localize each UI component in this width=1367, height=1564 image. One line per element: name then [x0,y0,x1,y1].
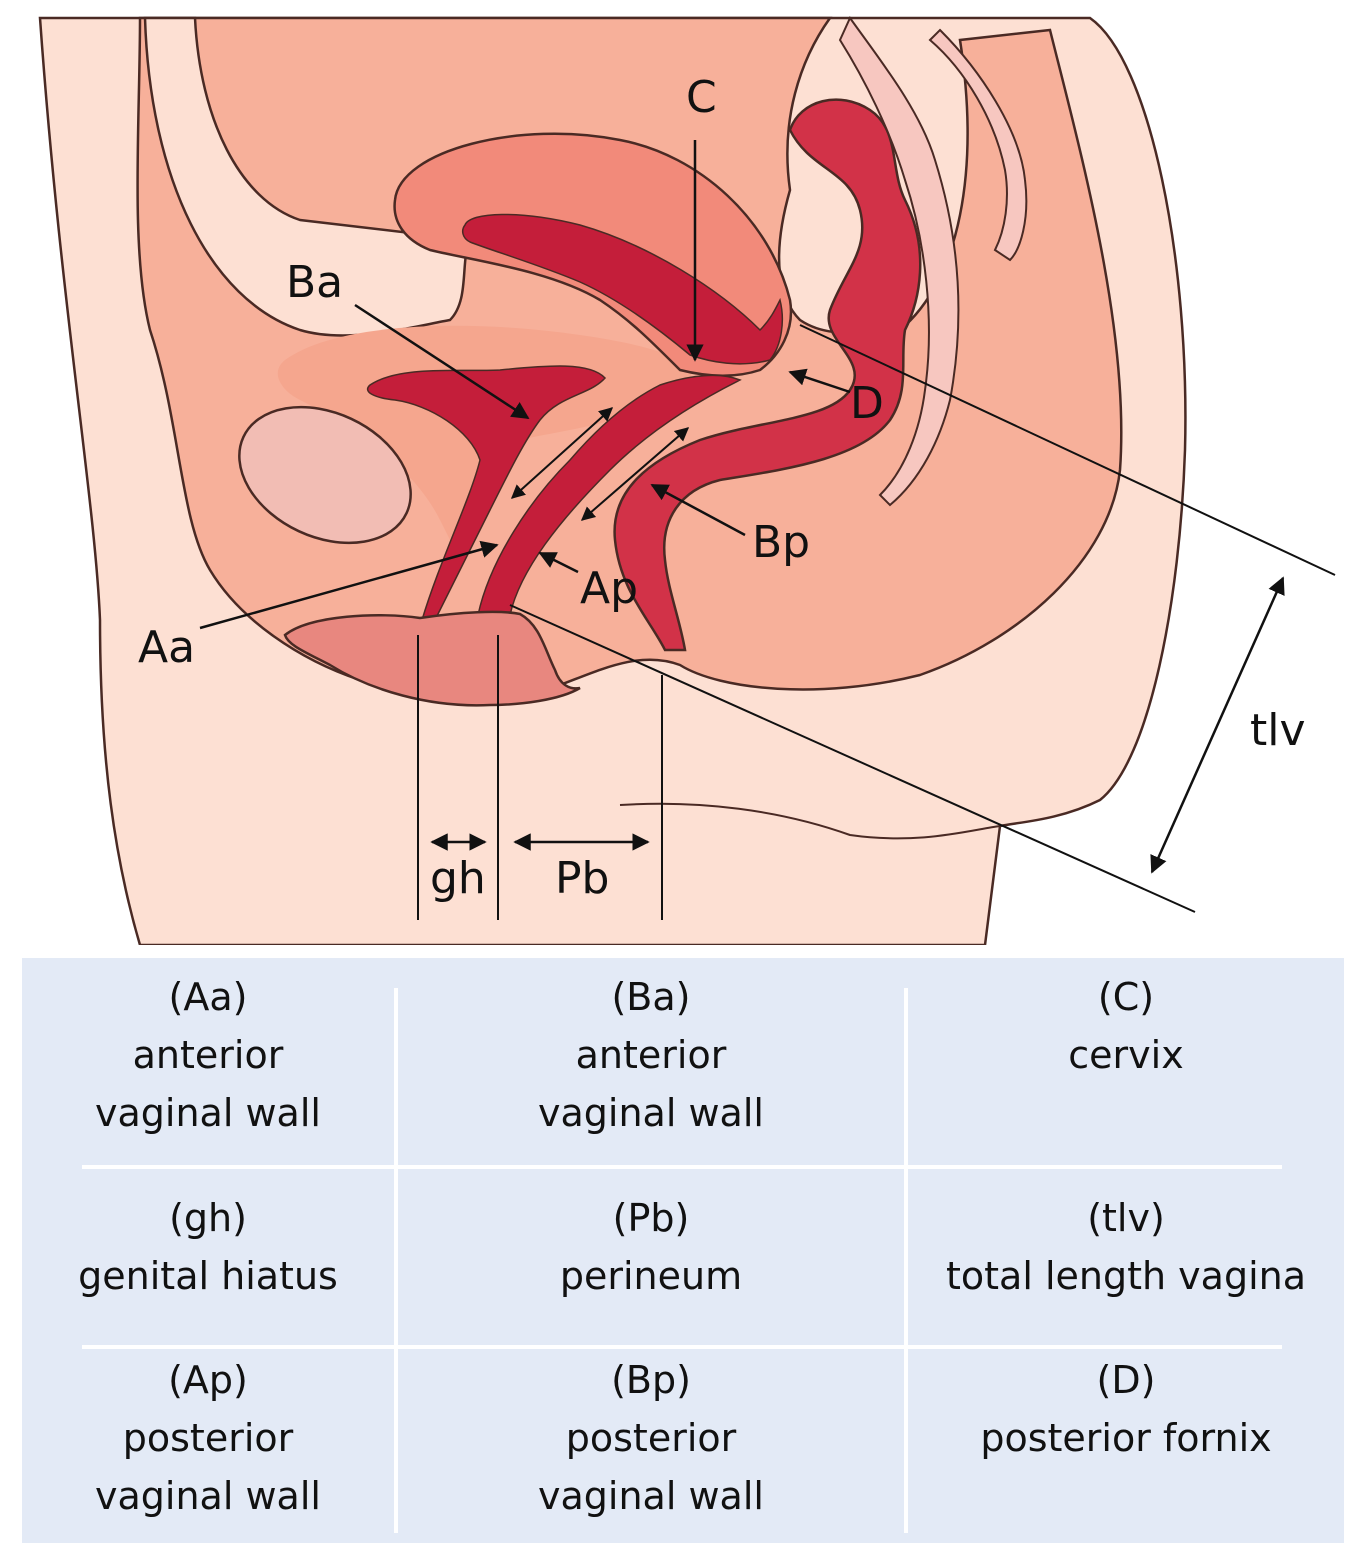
legend-cell-aa: (Aa) anterior vaginal wall [22,968,394,1142]
legend-code: (C) [1097,975,1155,1019]
aa-pointer [199,540,499,630]
legend-cell-ap: (Ap) posterior vaginal wall [22,1351,394,1525]
pubic-bone [238,405,412,545]
legend-cell-ba: (Ba) anterior vaginal wall [398,968,904,1142]
legend-text: posterior fornix [980,1416,1272,1460]
legend-code: (Pb) [612,1196,690,1240]
legend-text: posterior [122,1416,294,1460]
legend-cell-tlv: (tlv) total length vagina [908,1189,1344,1305]
legend-divider-v1 [394,988,398,1533]
legend-code: (Aa) [168,975,248,1019]
tlv-line-top [799,324,1336,576]
uterine-cavity [461,213,784,365]
legend-code: (Bp) [611,1358,691,1402]
legend-cell-pb: (Pb) perineum [398,1189,904,1305]
anatomy-diagram: C Ba D Bp Ap Aa tlv gh Pb [38,16,1336,945]
legend-text: vaginal wall [95,1091,321,1135]
ap-pointer [538,551,579,574]
buttock-crease [619,802,1001,840]
legend-code: (Ba) [611,975,691,1019]
legend-text: vaginal wall [95,1474,321,1518]
label-ba: Ba [286,257,343,308]
label-tlv: tlv [1250,705,1306,756]
legend-table: (Aa) anterior vaginal wall (Ba) anterior… [22,958,1344,1543]
rectum [613,98,922,652]
legend-cell-gh: (gh) genital hiatus [22,1189,394,1305]
legend-code: (tlv) [1087,1196,1165,1240]
label-aa: Aa [138,622,195,673]
label-pb: Pb [555,853,609,904]
bladder-lumen [366,365,607,621]
sacrum [838,16,960,507]
legend-cell-c: (C) cervix [908,968,1344,1084]
legend-text: vaginal wall [538,1474,764,1518]
tlv-arrow [1150,576,1285,874]
legend-text: cervix [1068,1033,1184,1077]
ba-pointer [354,303,530,420]
legend-divider-h1 [82,1165,1282,1169]
vulva [283,610,581,707]
legend-text: anterior [132,1033,284,1077]
label-bp: Bp [752,517,810,568]
anterior-wall-arrow [510,407,614,499]
legend-code: (Ap) [168,1358,248,1402]
legend-cell-d: (D) posterior fornix [908,1351,1344,1467]
posterior-wall-arrow [580,427,690,521]
abdominal-wall [143,16,472,337]
legend-text: anterior [575,1033,727,1077]
sacrum-back [928,28,1028,262]
label-ap: Ap [580,563,638,614]
legend-divider-h2 [82,1345,1282,1349]
legend-text: vaginal wall [538,1091,764,1135]
tlv-line-bottom [509,604,1196,913]
legend-text: genital hiatus [78,1254,338,1298]
label-d: D [850,378,884,429]
label-gh: gh [430,853,486,904]
legend-code: (gh) [169,1196,247,1240]
legend-text: total length vagina [946,1254,1306,1298]
legend-text: perineum [559,1254,743,1298]
legend-code: (D) [1096,1358,1156,1402]
legend-text: posterior [565,1416,737,1460]
legend-cell-bp: (Bp) posterior vaginal wall [398,1351,904,1525]
label-c: C [686,72,717,123]
legend-divider-v2 [904,988,908,1533]
d-pointer [788,368,851,394]
